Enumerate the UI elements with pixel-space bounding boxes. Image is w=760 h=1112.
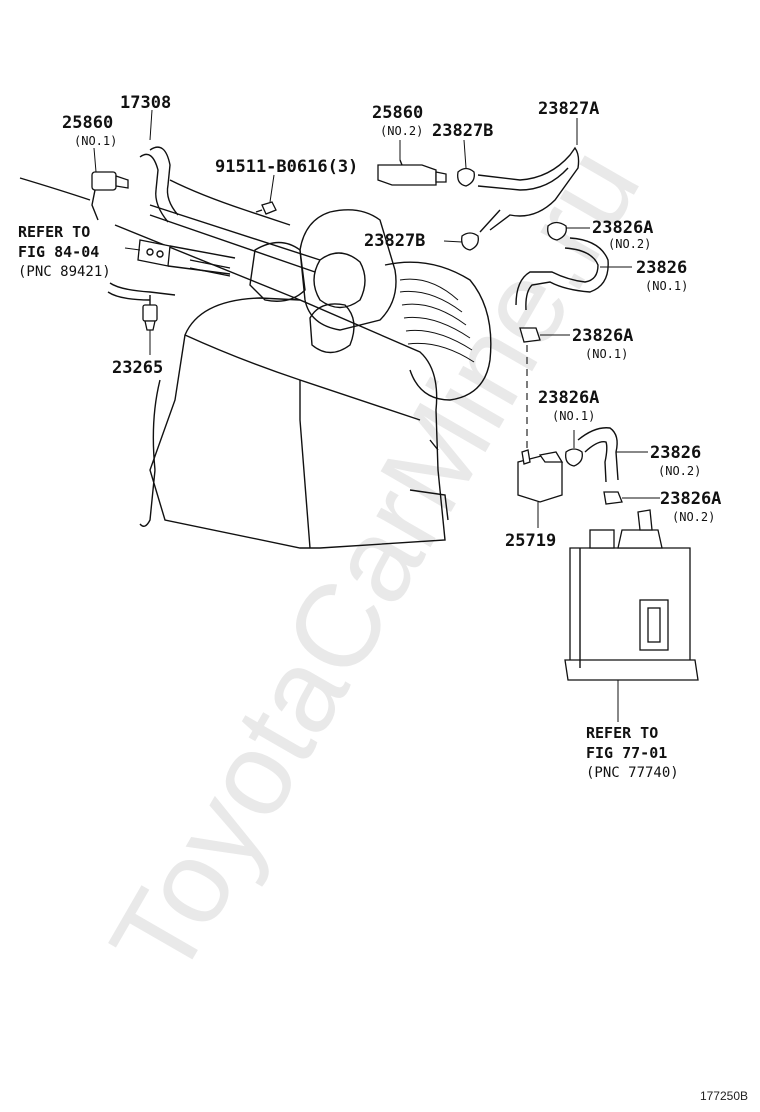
leader-lines (93, 109, 660, 722)
figure-id: 177250B (700, 1089, 748, 1103)
label-23826a-no2-top-sub: (NO.2) (608, 237, 651, 251)
label-23826-no1: 23826 (636, 258, 687, 278)
engine-illustration (19, 177, 492, 549)
vsv-no1-body (91, 171, 117, 191)
ref-left-line2: FIG 84-04 (18, 243, 99, 261)
part-labels: 17308 25860 (NO.1) 91511-B0616(3) 25860 … (62, 93, 721, 551)
ref-right-line3: (PNC 77740) (586, 765, 679, 781)
parts-left (91, 146, 277, 331)
vsv-no2-body (377, 164, 437, 186)
pressure-sensor-body (142, 304, 158, 322)
reference-left: REFER TO FIG 84-04 (PNC 89421) (18, 223, 111, 280)
label-23827b-top: 23827B (432, 121, 493, 141)
reference-right: REFER TO FIG 77-01 (PNC 77740) (586, 724, 679, 781)
ref-left-line3: (PNC 89421) (18, 264, 111, 280)
clamp-23827b-top (457, 167, 475, 187)
label-23826a-no1-low-sub: (NO.1) (552, 409, 595, 423)
ref-right-line1: REFER TO (586, 724, 658, 742)
fitting-23826a-no2-low (603, 491, 623, 505)
fitting-23826a-no1-mid (519, 327, 541, 343)
clamp-23826a-no2-top (547, 221, 567, 241)
label-25719: 25719 (505, 531, 556, 551)
label-23827a: 23827A (538, 99, 599, 119)
label-23826a-no1-mid-sub: (NO.1) (585, 347, 628, 361)
bracket (137, 239, 171, 267)
ref-right-line2: FIG 77-01 (586, 744, 667, 762)
label-23265: 23265 (112, 358, 163, 378)
clamp-23826a-no1-low (565, 448, 583, 467)
label-23826-no1-sub: (NO.1) (645, 279, 688, 293)
parts-right (377, 146, 699, 681)
label-23826a-no1-mid: 23826A (572, 326, 633, 346)
label-23826-no2: 23826 (650, 443, 701, 463)
bolt (261, 201, 277, 215)
charcoal-canister (564, 509, 699, 681)
ref-left-line1: REFER TO (18, 223, 90, 241)
label-91511: 91511-B0616(3) (215, 157, 358, 177)
label-25860-no1: 25860 (62, 113, 113, 133)
clamp-23827b-mid (461, 232, 479, 251)
label-23826a-no2-low: 23826A (660, 489, 721, 509)
label-23827b-mid: 23827B (364, 231, 425, 251)
label-25860-no1-sub: (NO.1) (74, 134, 117, 148)
label-25860-no2-sub: (NO.2) (380, 124, 423, 138)
label-25860-no2: 25860 (372, 103, 423, 123)
label-17308: 17308 (120, 93, 171, 113)
label-23826a-no2-low-sub: (NO.2) (672, 510, 715, 524)
label-23826-no2-sub: (NO.2) (658, 464, 701, 478)
label-23826a-no2-top: 23826A (592, 218, 653, 238)
label-23826a-no1-low: 23826A (538, 388, 599, 408)
